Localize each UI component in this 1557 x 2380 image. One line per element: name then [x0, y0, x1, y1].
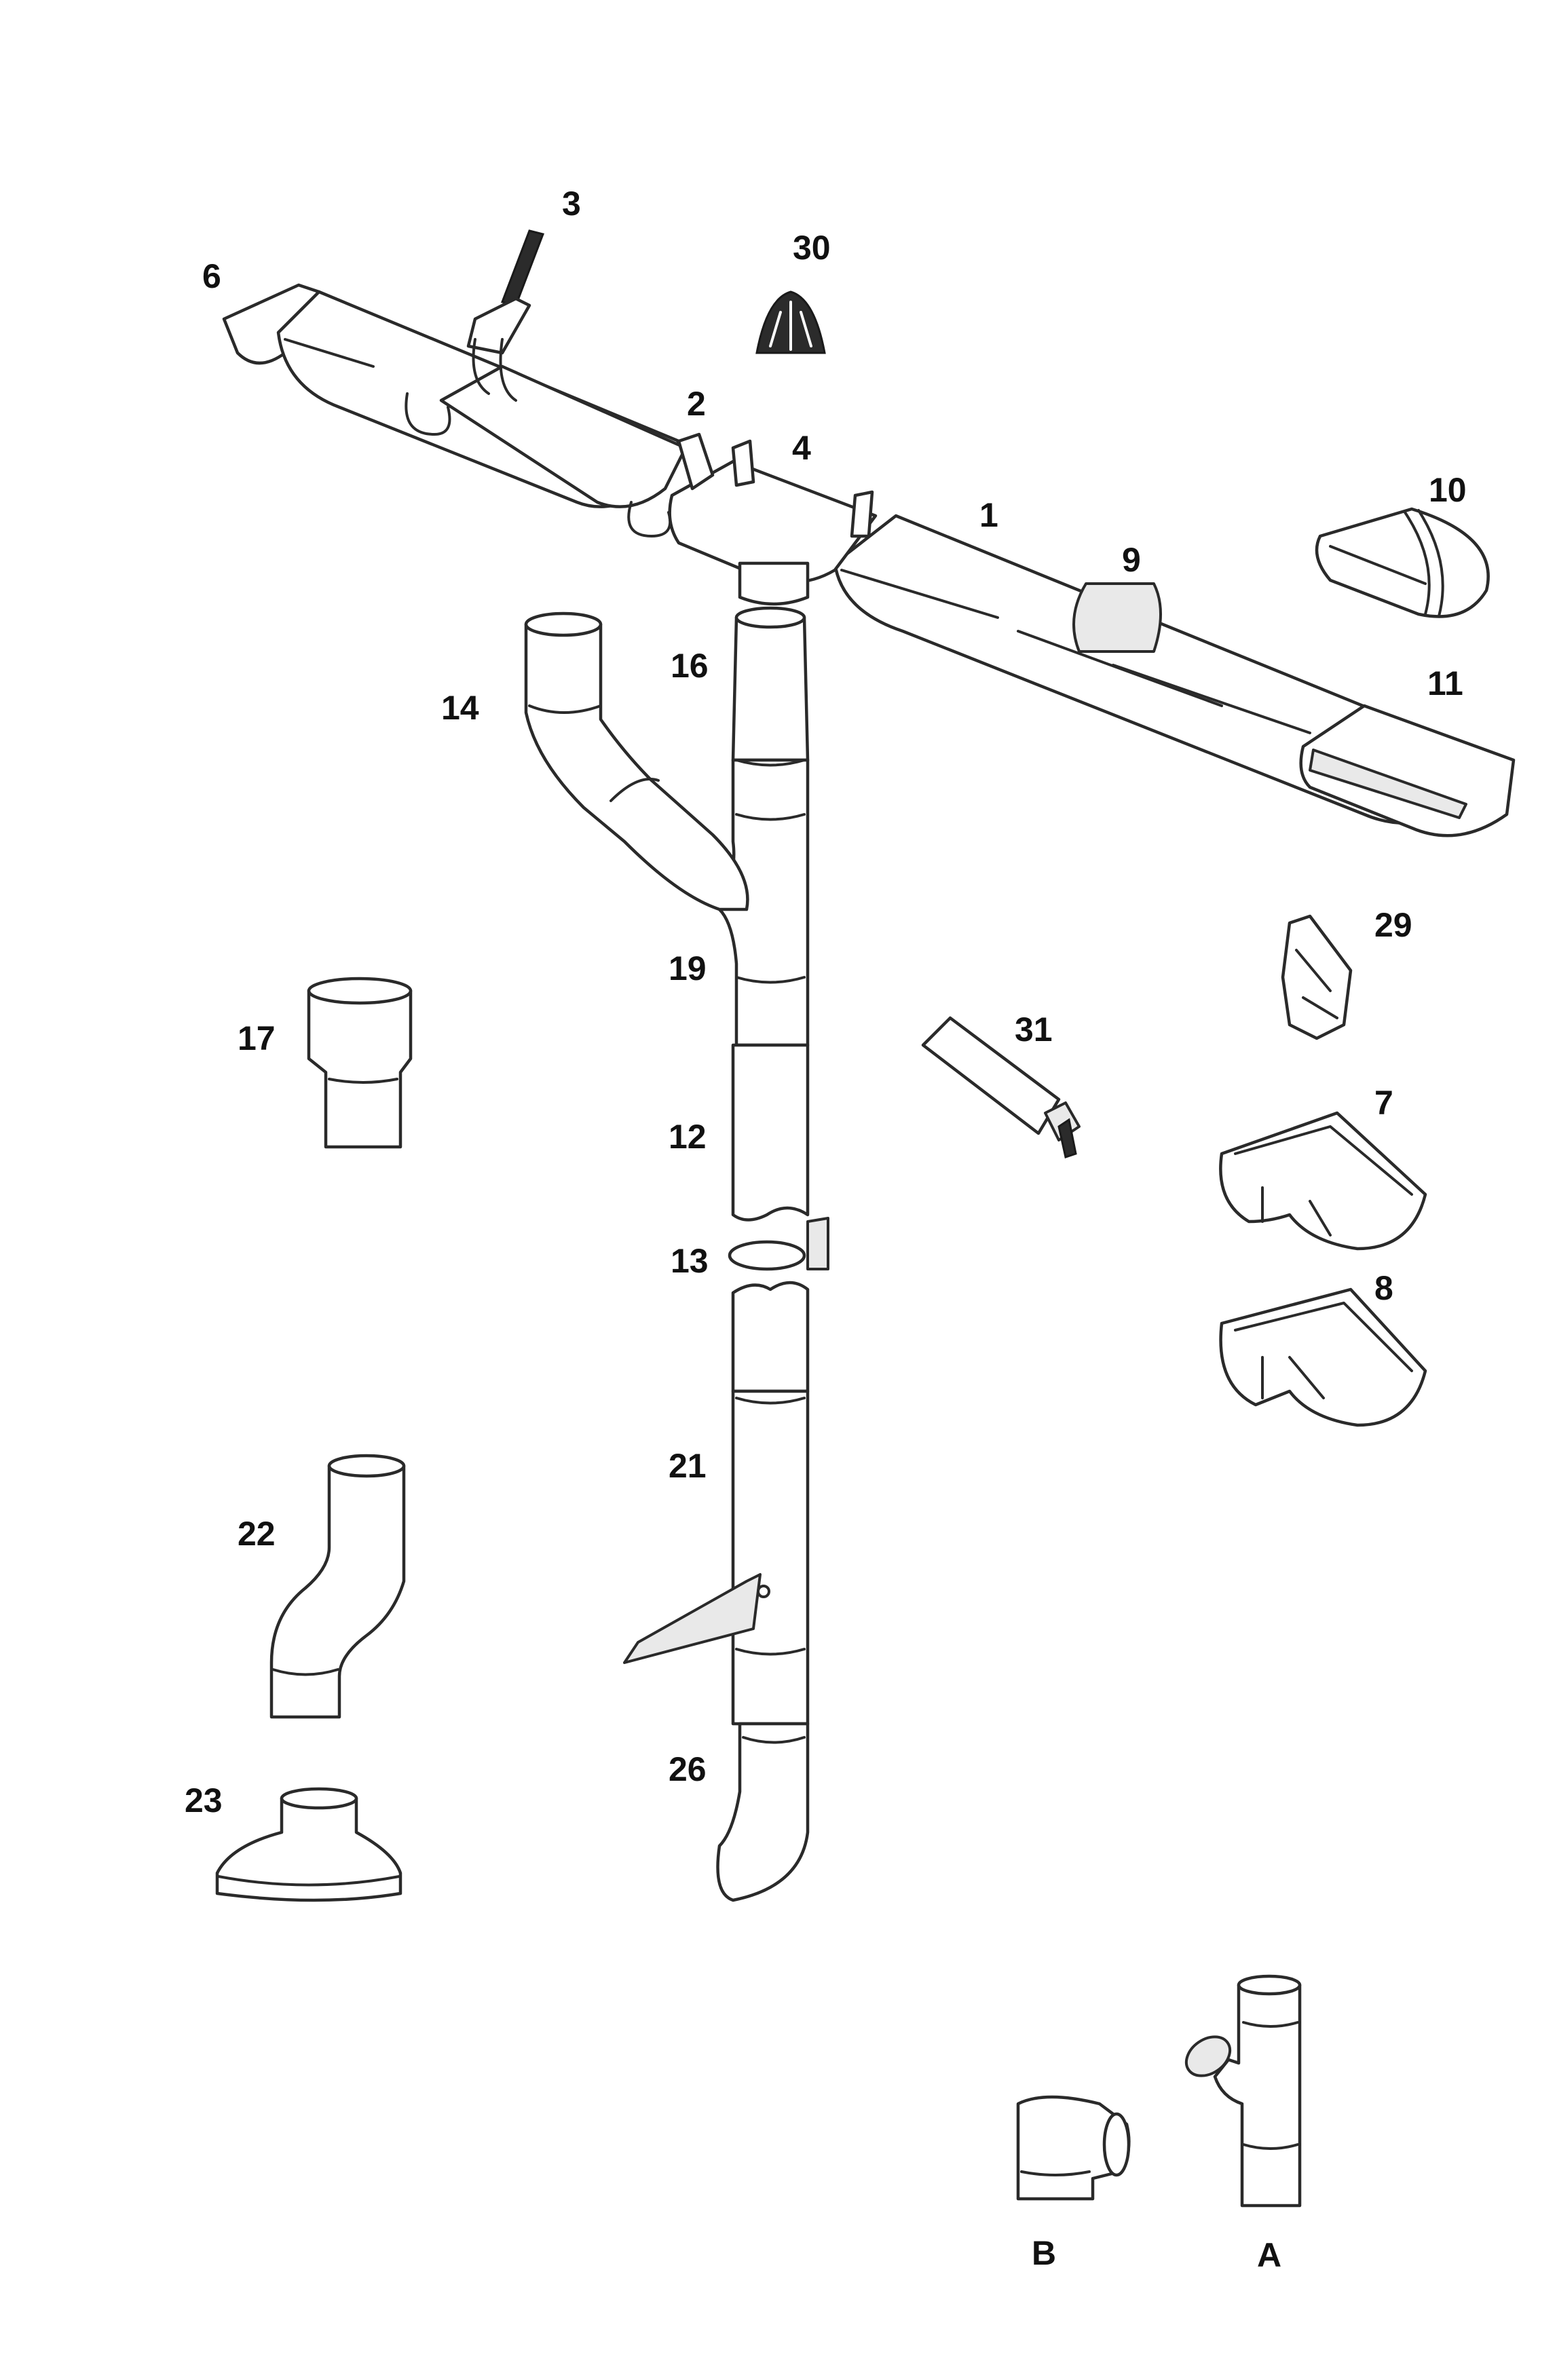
label-10: 10	[1429, 471, 1467, 509]
adapter-23	[215, 1787, 402, 1902]
downpipe-column	[623, 606, 829, 1902]
label-21: 21	[669, 1447, 707, 1485]
gutter-hook	[405, 392, 451, 436]
corner-8	[1219, 1287, 1427, 1427]
label-1: 1	[979, 496, 998, 534]
gutter-connector-9	[1072, 582, 1162, 653]
label-29: 29	[1374, 906, 1412, 944]
label-A: A	[1257, 2236, 1282, 2274]
rain-diverter-21	[731, 1389, 810, 1726]
leaf-guard-30	[755, 290, 826, 354]
label-B: B	[1032, 2234, 1057, 2272]
label-17: 17	[238, 1019, 276, 1057]
label-6: 6	[202, 257, 221, 295]
roof-hook-3	[466, 229, 545, 402]
label-11: 11	[1427, 664, 1463, 702]
gutter-section-mid-left	[439, 364, 688, 508]
gutter-run	[222, 283, 1516, 837]
y-branch-A	[1184, 1974, 1302, 2208]
label-9: 9	[1122, 541, 1141, 579]
gutter-connector-10	[1315, 507, 1490, 618]
label-31: 31	[1015, 1010, 1053, 1049]
label-4: 4	[792, 429, 811, 467]
pipe-lower	[731, 1281, 810, 1393]
label-8: 8	[1374, 1269, 1393, 1307]
label-2: 2	[687, 385, 706, 423]
label-30: 30	[793, 229, 831, 267]
corner-7	[1219, 1111, 1427, 1251]
bracket-2	[677, 432, 715, 491]
label-22: 22	[238, 1515, 276, 1553]
pipe-16	[731, 611, 810, 762]
bracket-29	[1281, 914, 1353, 1040]
label-23: 23	[185, 1781, 223, 1819]
label-7: 7	[1374, 1084, 1393, 1122]
outlet-bend-26	[716, 1722, 810, 1902]
label-19: 19	[669, 949, 707, 987]
label-26: 26	[669, 1750, 707, 1788]
label-14: 14	[441, 689, 479, 727]
offset-bend-22	[269, 1454, 406, 1719]
pipe-12	[731, 1043, 810, 1222]
label-13: 13	[671, 1242, 709, 1280]
reducer-17	[307, 977, 413, 1149]
branch-pipe-14	[524, 611, 749, 911]
pipe-clip-13	[728, 1240, 806, 1271]
elbow-B	[1016, 2095, 1131, 2201]
sealant-tube-31	[921, 1016, 1081, 1158]
outlet-4	[668, 432, 878, 606]
label-16: 16	[671, 647, 709, 685]
gutter-hook	[627, 501, 672, 537]
label-3: 3	[562, 185, 581, 223]
label-12: 12	[669, 1118, 707, 1156]
